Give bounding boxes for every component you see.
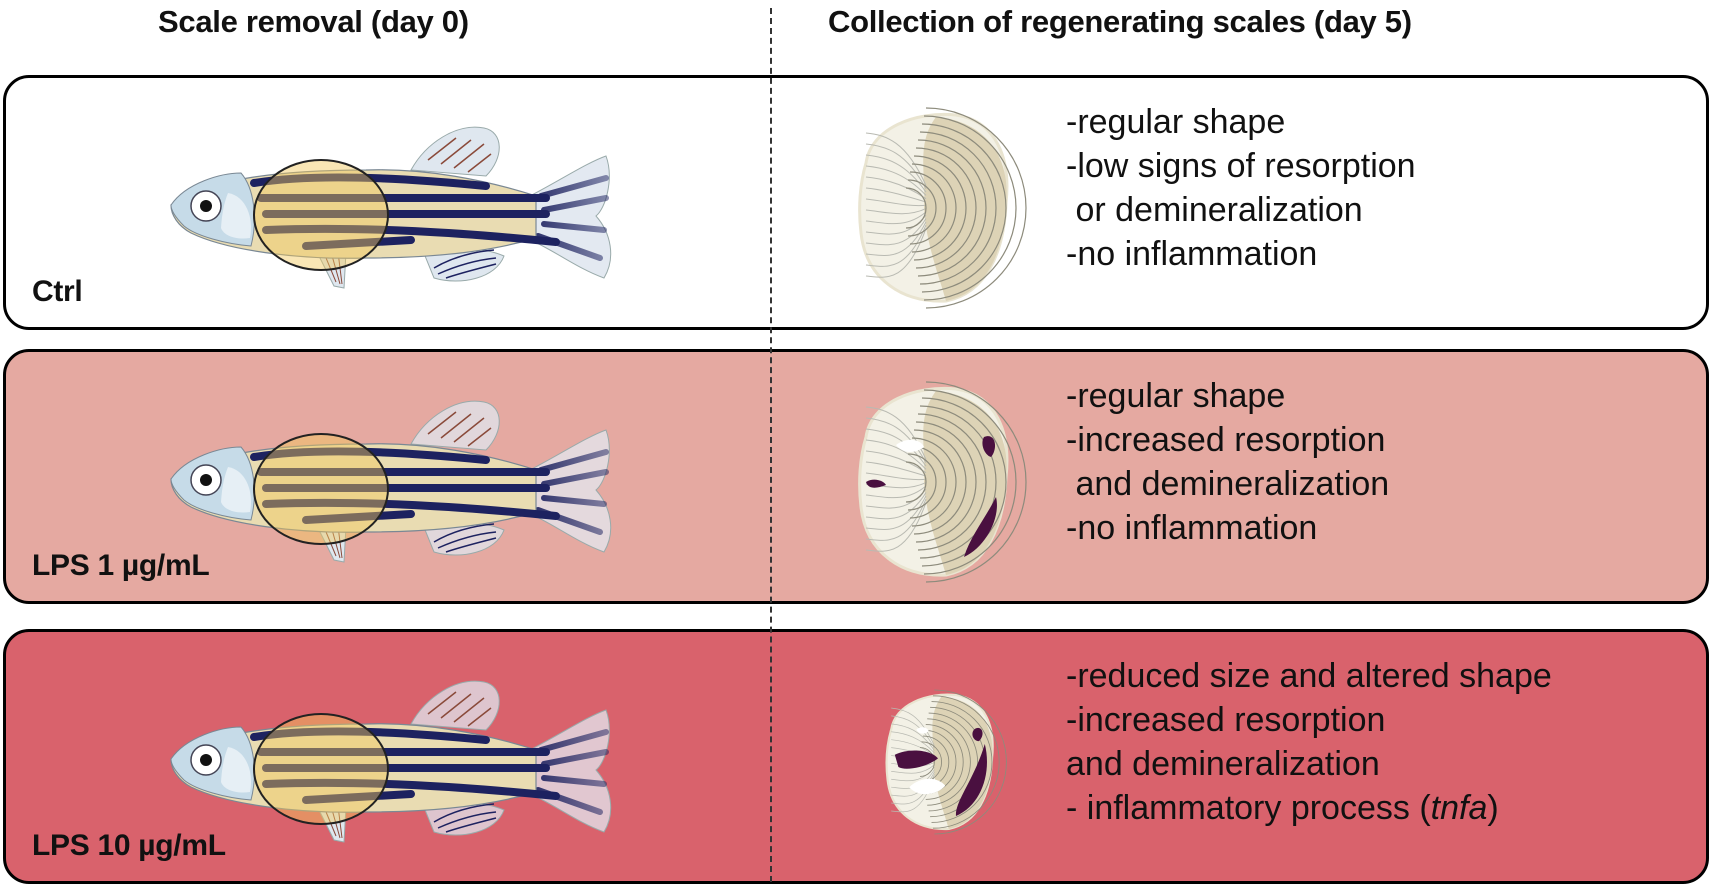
resorption-mark — [894, 750, 938, 769]
gene-name-tnfa: tnfa — [1430, 789, 1488, 827]
zebrafish-illustration — [170, 400, 612, 563]
fish-stripes — [250, 447, 560, 524]
observations-list: -reduced size and altered shape -increas… — [1066, 654, 1706, 864]
dorsal-fin — [410, 680, 500, 731]
tail-fin — [525, 155, 612, 279]
tail-fin — [525, 429, 612, 553]
header-collection-regenerating-scales: Collection of regenerating scales (day 5… — [828, 4, 1412, 39]
observation-item: -no inflammation — [1066, 509, 1318, 547]
regenerating-scale-illustration — [858, 381, 1027, 583]
observation-item: -low signs of resorption — [1066, 147, 1416, 185]
observations-list: -regular shape -increased resorption and… — [1066, 374, 1706, 584]
resorption-mark — [866, 479, 886, 488]
header-scale-removal: Scale removal (day 0) — [158, 4, 469, 39]
resorption-mark — [964, 497, 997, 557]
observations-list: -regular shape -low signs of resorption … — [1066, 100, 1706, 310]
observation-item: -regular shape — [1066, 103, 1286, 141]
observation-text: - inflammatory process ( — [1066, 789, 1431, 827]
zebrafish-illustration — [170, 126, 612, 289]
scale-removal-area — [253, 159, 389, 271]
dorsal-fin — [410, 126, 500, 177]
regenerating-scale-illustration — [885, 689, 1007, 835]
resorption-mark — [955, 744, 987, 816]
scale-removal-area — [253, 433, 389, 545]
resorption-mark — [972, 727, 983, 742]
panel-lps-10: LPS 10 µg/mL -reduced size and altered s… — [3, 629, 1709, 884]
observation-item: or demineralization — [1066, 191, 1363, 229]
zebrafish-illustration — [170, 680, 612, 843]
tail-fin — [525, 709, 612, 833]
observation-item: and demineralization — [1066, 745, 1380, 783]
dorsal-fin — [410, 400, 500, 451]
group-label: LPS 10 µg/mL — [32, 829, 226, 862]
scale-mineralized-region — [923, 117, 1007, 301]
observation-item: -increased resorption — [1066, 421, 1386, 459]
resorption-mark — [982, 436, 996, 457]
fish-stripes — [250, 173, 560, 250]
observation-text: ) — [1487, 789, 1499, 827]
observation-item: -regular shape — [1066, 377, 1286, 415]
observation-item: -no inflammation — [1066, 235, 1318, 273]
regenerating-scale-illustration — [858, 107, 1027, 309]
fish-stripes — [250, 727, 560, 804]
observation-item: and demineralization — [1066, 465, 1390, 503]
scale-removal-area — [253, 713, 389, 825]
group-label: LPS 1 µg/mL — [32, 549, 210, 582]
panel-ctrl: Ctrl -regular shape -low signs of resorp… — [3, 75, 1709, 330]
observation-item: -reduced size and altered shape — [1066, 657, 1552, 695]
panel-lps-1: LPS 1 µg/mL -regular shape -increased re… — [3, 349, 1709, 604]
dashed-divider — [770, 8, 772, 882]
observation-item: - inflammatory process (tnfa) — [1066, 786, 1499, 830]
observation-item: -increased resorption — [1066, 701, 1386, 739]
group-label: Ctrl — [32, 275, 83, 308]
